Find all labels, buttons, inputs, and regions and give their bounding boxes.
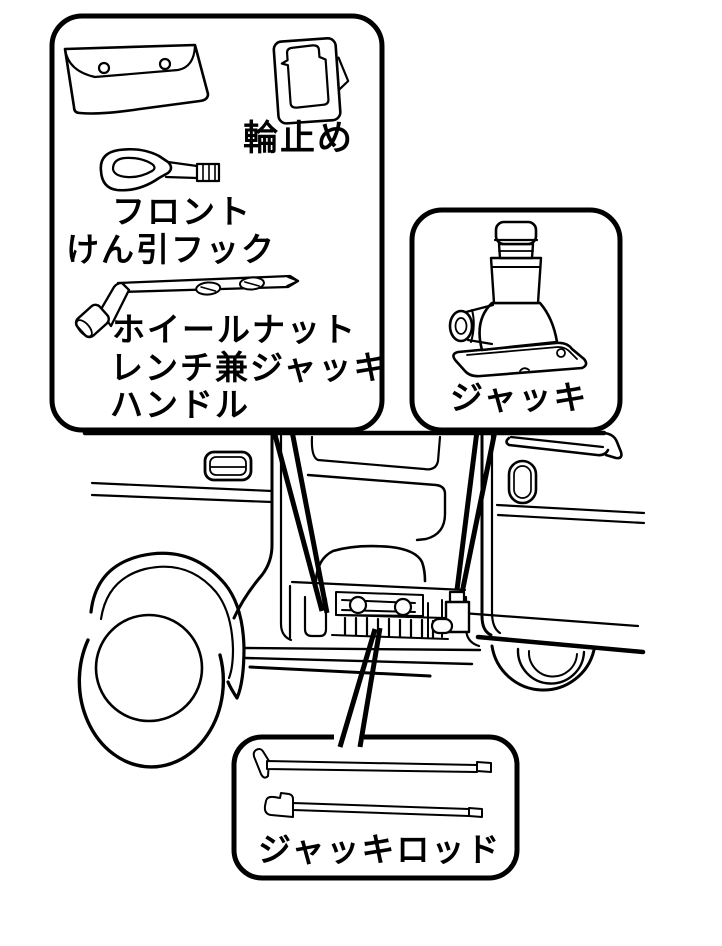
rear-body-molding bbox=[495, 503, 646, 525]
front-tire bbox=[77, 638, 225, 769]
label-wrench-line2: レンチ兼ジャッキ bbox=[110, 348, 388, 387]
leader-jack-rod-storage bbox=[337, 627, 383, 748]
callout-tools-box: 輪止め フロント けん引フック ホイールナット レンチ兼ジャッキ ハンドル bbox=[49, 13, 388, 433]
leader-jack-storage bbox=[454, 430, 498, 594]
rear-lower-crease bbox=[460, 611, 640, 628]
leader-wrench-storage bbox=[271, 430, 330, 614]
front-tow-hook-drawing bbox=[99, 147, 221, 192]
front-fender-outer bbox=[89, 551, 246, 700]
far-sill-and-seatback bbox=[306, 473, 447, 542]
stored-wrench-panel bbox=[335, 591, 424, 617]
leader-lines bbox=[271, 430, 498, 748]
seat-cushion bbox=[314, 544, 427, 583]
wheel-nut-wrench-drawing bbox=[74, 274, 300, 339]
front-door-handle bbox=[203, 450, 253, 482]
front-fender-inner bbox=[99, 565, 235, 680]
label-tow-hook-line1: フロント bbox=[112, 192, 252, 231]
storage-bracket bbox=[303, 595, 328, 638]
far-side-window bbox=[310, 435, 442, 471]
sliding-door-window-sill bbox=[505, 436, 610, 457]
label-tow-hook-line2: けん引フック bbox=[66, 230, 276, 269]
callout-jack-box: ジャッキ bbox=[409, 207, 623, 433]
label-jack: ジャッキ bbox=[450, 378, 588, 417]
front-wheel-rim bbox=[94, 613, 204, 723]
stored-jack-knob bbox=[430, 617, 454, 635]
stored-wrench-knob-right bbox=[393, 597, 413, 617]
front-body-molding bbox=[90, 481, 274, 504]
door-opening-front-edge bbox=[232, 431, 274, 620]
tool-pouch-drawing bbox=[63, 43, 210, 115]
sliding-door-window-sill-inner bbox=[509, 435, 605, 449]
jack-rods-drawing bbox=[252, 748, 492, 818]
sliding-door-handle bbox=[507, 459, 538, 505]
sliding-door-handle-inner bbox=[513, 465, 532, 499]
bottle-jack-drawing bbox=[448, 220, 588, 378]
label-jack-rod: ジャッキロッド bbox=[258, 830, 501, 869]
label-wrench-line1: ホイールナット bbox=[112, 310, 357, 349]
jack-rod-hook-end bbox=[252, 748, 492, 779]
b-pillar-outer bbox=[480, 431, 493, 637]
sliding-door-window-frame bbox=[602, 431, 623, 460]
stored-wrench-knob-left bbox=[348, 595, 368, 615]
rear-bottom-edge bbox=[475, 634, 646, 655]
under-seat-storage bbox=[303, 590, 471, 640]
sill-step bbox=[242, 646, 482, 678]
vehicle-drawing bbox=[77, 430, 646, 769]
rear-wheel bbox=[490, 644, 596, 692]
label-wrench-line3: ハンドル bbox=[110, 385, 250, 424]
jack-rod-angled-end bbox=[263, 792, 483, 818]
label-wheel-chock: 輪止め bbox=[243, 118, 354, 159]
door-opening-front-inner bbox=[279, 431, 293, 642]
b-pillar-inner bbox=[490, 431, 502, 635]
wheel-chock-drawing bbox=[272, 37, 350, 125]
